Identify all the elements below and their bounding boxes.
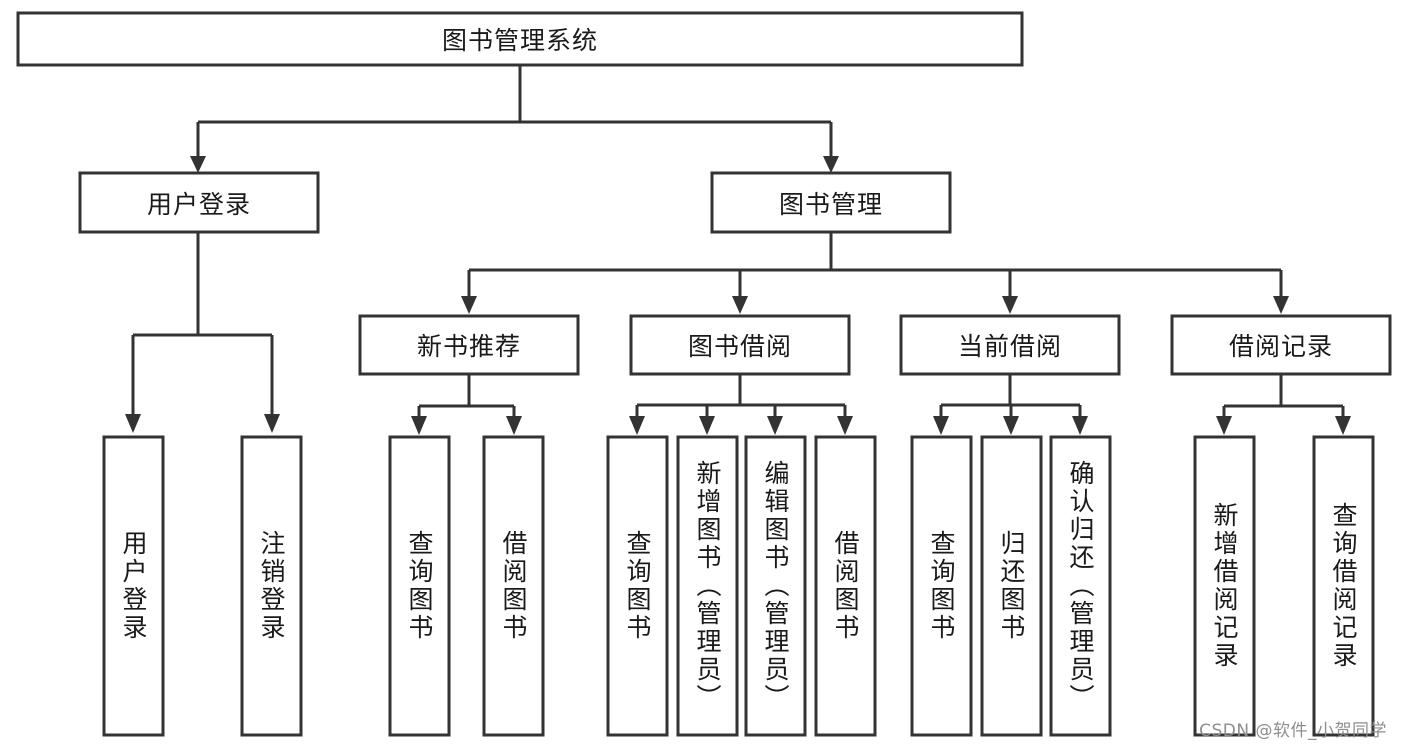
- node-box-leaf-return-book[interactable]: [980, 435, 1043, 737]
- arrowhead-leaf-query-book-c: [933, 416, 949, 435]
- arrowhead-leaf-add-book: [699, 416, 715, 435]
- arrowhead-leaf-borrow-book-a: [506, 416, 522, 435]
- arrowhead-leaf-borrow-book-b: [837, 416, 853, 435]
- arrowhead-leaf-return-book: [1003, 416, 1019, 435]
- arrowhead-leaf-confirm-return: [1072, 416, 1088, 435]
- arrowhead-book-borrow: [732, 296, 748, 314]
- node-box-new-book-recommendation[interactable]: [358, 314, 580, 376]
- node-box-leaf-logout[interactable]: [240, 435, 303, 737]
- arrowhead-leaf-user-login: [125, 414, 141, 433]
- node-box-borrowing-records[interactable]: [1170, 314, 1392, 376]
- node-box-leaf-user-login[interactable]: [102, 435, 165, 737]
- arrowhead-leaf-logout: [264, 414, 280, 433]
- arrowhead-leaf-add-record: [1216, 416, 1232, 435]
- arrowhead-borrow-record: [1273, 296, 1289, 314]
- node-box-leaf-add-record[interactable]: [1193, 435, 1256, 737]
- node-box-leaf-confirm-return[interactable]: [1049, 435, 1112, 737]
- node-box-leaf-query-book-a[interactable]: [388, 435, 451, 737]
- node-box-leaf-query-record[interactable]: [1312, 435, 1375, 737]
- node-box-leaf-borrow-book-a[interactable]: [482, 435, 545, 737]
- node-box-leaf-borrow-book-b[interactable]: [814, 435, 877, 737]
- arrowhead-leaf-query-record: [1335, 416, 1351, 435]
- arrowhead-leaf-query-book-b: [629, 416, 645, 435]
- node-box-current-borrowing[interactable]: [899, 314, 1121, 376]
- arrowhead-current-borrow: [1002, 296, 1018, 314]
- arrowhead-book-mgmt: [823, 156, 839, 173]
- node-box-leaf-edit-book[interactable]: [744, 435, 807, 737]
- arrowhead-leaf-edit-book: [767, 416, 783, 435]
- arrowhead-leaf-query-book-a: [411, 416, 427, 435]
- node-box-leaf-query-book-b[interactable]: [606, 435, 669, 737]
- node-box-user-login[interactable]: [78, 171, 320, 234]
- node-box-leaf-query-book-c[interactable]: [910, 435, 973, 737]
- node-box-book-management[interactable]: [710, 171, 952, 234]
- node-box-root[interactable]: [16, 11, 1024, 67]
- node-box-book-borrowing[interactable]: [629, 314, 851, 376]
- arrowhead-user-login: [190, 156, 206, 173]
- arrowhead-new-book-rec: [461, 296, 477, 314]
- node-box-leaf-add-book[interactable]: [676, 435, 739, 737]
